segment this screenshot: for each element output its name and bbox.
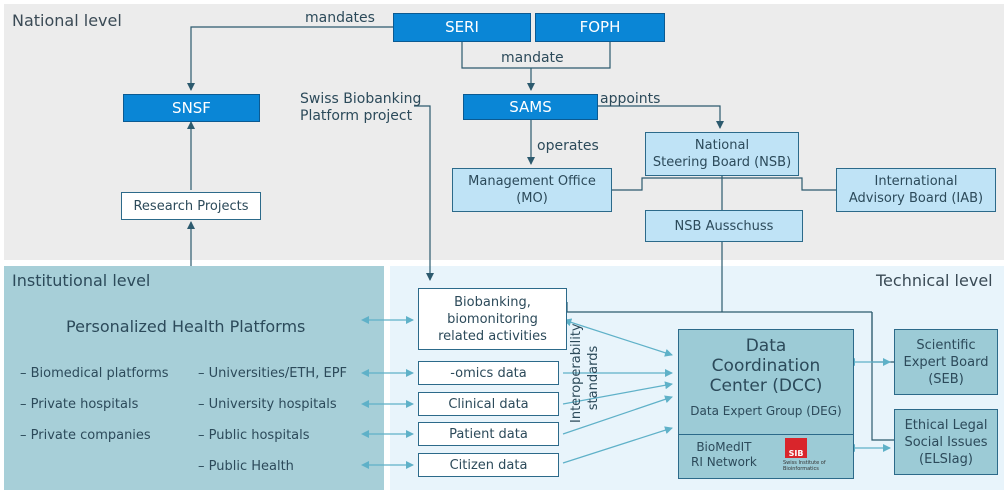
mandate-label: mandate [501,50,564,66]
swiss-biobanking-line1: Swiss Biobanking [300,91,422,107]
mo-line2: (MO) [516,191,548,206]
technical-level-label: Technical level [876,271,993,290]
mo-line1: Management Office [468,174,596,189]
operates-label: operates [537,138,599,154]
mandates-label: mandates [305,10,375,26]
iab-line2: Advisory Board (IAB) [848,191,984,206]
right-list-item-4: – Public Health [198,459,294,474]
seb-line2: Expert Board [903,354,989,370]
biomedit-line1: BioMedIT [696,440,752,454]
right-list-item-2: – University hospitals [198,397,337,412]
left-list-item-1: – Biomedical platforms [20,366,169,381]
citizen-data-node: Citizen data [418,453,559,477]
elsi-line2: Social Issues [904,434,988,450]
biobanking-node: Biobanking, biomonitoring related activi… [418,288,567,350]
patient-data-node: Patient data [418,422,559,446]
national-level-label: National level [12,11,122,30]
nsb-node: National Steering Board (NSB) [645,132,799,176]
swiss-biobanking-line2: Platform project [300,108,413,124]
omics-data-node: -omics data [418,361,559,385]
seb-node: Scientific Expert Board (SEB) [894,329,998,395]
institutional-level-label: Institutional level [12,271,151,290]
biomedit-line2: RI Network [691,455,757,469]
interop-line1: Interoperability [569,323,584,423]
snsf-node: SNSF [123,94,260,122]
biobanking-line3: related activities [438,328,547,344]
biomedit-label: BioMedIT RI Network [691,440,757,470]
interop-line2: standards [586,345,601,411]
dcc-node: Data Coordination Center (DCC) Data Expe… [678,329,854,479]
clinical-data-node: Clinical data [418,392,559,416]
left-list-item-3: – Private companies [20,428,151,443]
interoperability-standards-label: Interoperability standards [568,323,608,423]
research-projects-node: Research Projects [121,192,261,220]
iab-line1: International [874,174,958,189]
sib-logo: SIB Swiss Institute of Bioinformatics [783,436,843,474]
sib-logo-mark: SIB [785,438,807,458]
seb-line1: Scientific [916,337,976,353]
dcc-line3: Center (DCC) [709,376,823,396]
left-list-item-2: – Private hospitals [20,397,139,412]
seb-line3: (SEB) [928,371,964,387]
biobanking-line2: biomonitoring [447,311,538,327]
dcc-divider [679,434,853,435]
personalized-health-title: Personalized Health Platforms [66,317,306,336]
appoints-label: appoints [600,91,661,107]
dcc-title: Data Coordination Center (DCC) [679,336,853,396]
sib-caption-line2: Bioinformatics [783,466,819,472]
elsi-line1: Ethical Legal [904,417,988,433]
institutional-level-region [4,266,384,490]
foph-node: FOPH [535,13,665,42]
nsb-line2: Steering Board (NSB) [652,155,792,170]
dcc-line1: Data [745,336,787,356]
sib-logo-text: SIB [788,449,804,458]
dcc-line2: Coordination [711,356,821,376]
management-office-node: Management Office (MO) [452,168,612,212]
swiss-biobanking-platform-label: Swiss Biobanking Platform project [300,91,421,125]
seri-node: SERI [393,13,531,42]
sib-caption-line1: Swiss Institute of [783,460,826,466]
elsi-node: Ethical Legal Social Issues (ELSIag) [894,409,998,475]
iab-node: International Advisory Board (IAB) [836,168,996,212]
elsi-line3: (ELSIag) [919,451,973,467]
biobanking-line1: Biobanking, [454,294,531,310]
sams-node: SAMS [463,94,598,120]
nsb-line1: National [694,138,750,153]
right-list-item-1: – Universities/ETH, EPF [198,366,348,381]
deg-label: Data Expert Group (DEG) [690,404,842,418]
right-list-item-3: – Public hospitals [198,428,310,443]
nsb-ausschuss-node: NSB Ausschuss [645,210,803,242]
sib-caption: Swiss Institute of Bioinformatics [783,460,826,472]
